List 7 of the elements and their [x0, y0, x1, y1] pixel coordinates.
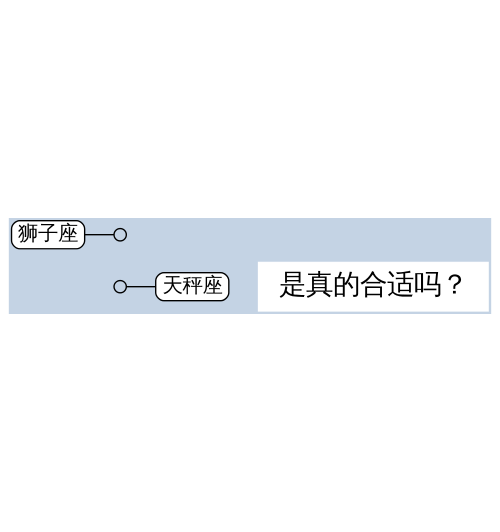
node-box: 是真的合适吗？ [258, 262, 489, 312]
node-circle [113, 280, 127, 294]
node-box: 天秤座 [155, 272, 230, 302]
connector [84, 234, 114, 236]
node-circle [113, 228, 127, 242]
connector [126, 286, 156, 288]
node-box: 狮子座 [10, 220, 86, 250]
